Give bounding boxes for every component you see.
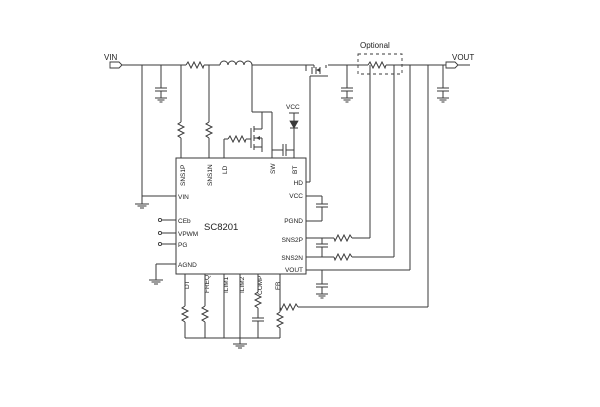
fb-top-resistor — [279, 302, 299, 312]
pin-pg-label: PG — [178, 242, 187, 249]
ceb-pin-terminal — [157, 217, 176, 223]
boot-capacitor — [282, 144, 287, 156]
comp-resistor — [253, 291, 263, 309]
pin-sns1p-label: SNS1P — [180, 165, 187, 186]
pin-ld-label: LD — [222, 165, 229, 174]
vpwm-pin-terminal — [157, 230, 176, 236]
ic-name: SC8201 — [204, 222, 238, 233]
vout-rail-label: VOUT — [452, 53, 474, 62]
freq-resistor — [200, 305, 210, 323]
output-mosfet — [310, 65, 328, 77]
pin-sns1n-label: SNS1N — [207, 164, 214, 186]
ground-symbol — [135, 196, 149, 209]
pin-ilim1-label: ILIM1 — [223, 276, 230, 293]
pin-sns2n-label: SNS2N — [281, 255, 303, 262]
fb-bottom-resistor — [275, 311, 285, 329]
pin-sns2p-label: SNS2P — [282, 237, 303, 244]
input-sense-resistor — [185, 60, 205, 70]
pin-agnd-label: AGND — [178, 262, 197, 269]
pin-vin-label: VIN — [178, 194, 189, 201]
pin-freq-label: FREQ — [204, 275, 211, 293]
boot-diode — [289, 120, 299, 129]
output-capacitor-1 — [341, 87, 353, 103]
input-capacitor — [155, 87, 167, 103]
low-side-mosfet — [250, 112, 263, 150]
vout-connector — [445, 61, 459, 69]
pg-pin-terminal — [157, 241, 176, 247]
sns2p-resistor — [333, 233, 353, 243]
pin-comp-label: COMP — [257, 276, 264, 296]
sns1p-resistor — [176, 121, 186, 139]
pin-vout-label: VOUT — [285, 267, 303, 274]
pin-vpwm-label: VPWM — [178, 231, 198, 238]
bottom-ground-symbol — [233, 343, 247, 349]
ic-body — [175, 157, 307, 275]
pin-vcc-label: VCC — [289, 193, 303, 200]
vcc-node-label: VCC — [286, 104, 300, 111]
vout-pin-capacitor — [316, 283, 328, 299]
optional-label: Optional — [360, 41, 390, 50]
pin-bt-label: BT — [292, 166, 299, 174]
agnd-ground-symbol — [149, 279, 163, 285]
output-capacitor-2 — [437, 87, 449, 103]
gate-resistor — [227, 134, 247, 144]
sns2n-resistor — [333, 252, 353, 262]
vin-rail-label: VIN — [104, 53, 118, 62]
output-sense-resistor — [367, 60, 387, 70]
pin-sw-label: SW — [270, 163, 277, 174]
pin-pgnd-label: PGND — [284, 218, 303, 225]
optional-box — [357, 53, 403, 75]
pin-ceb-label: CEb — [178, 218, 191, 225]
pin-dt-label: DT — [184, 280, 191, 289]
pin-ilim2-label: ILIM2 — [239, 276, 246, 293]
inductor — [219, 60, 253, 66]
sns-filter-capacitor — [316, 243, 328, 248]
dt-resistor — [180, 305, 190, 323]
comp-capacitor — [252, 317, 264, 322]
vin-connector — [109, 61, 123, 69]
vcc-capacitor — [316, 203, 328, 208]
pin-fb-label: FB — [275, 282, 282, 290]
sns1n-resistor — [204, 121, 214, 139]
pin-hd-label: HD — [294, 180, 304, 187]
